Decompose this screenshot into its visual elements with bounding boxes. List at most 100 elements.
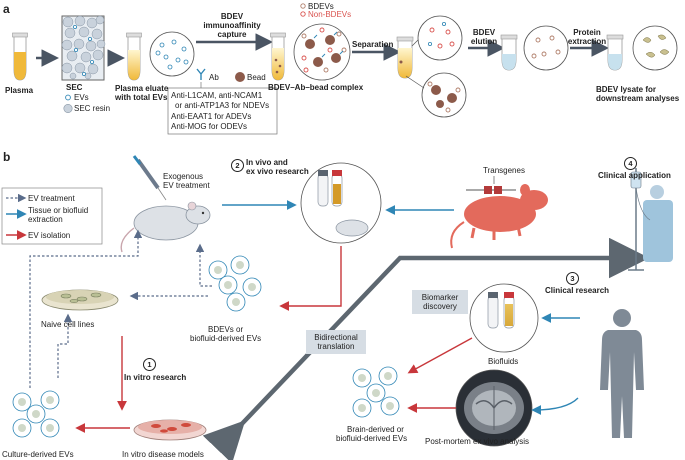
- elution-circle: [523, 25, 569, 71]
- label-bdev-elution-2: elution: [470, 37, 498, 46]
- legend-tissue-2: extraction: [28, 215, 63, 224]
- biomarker-shade: [412, 290, 468, 314]
- label-bdev-elution-1: BDEV: [472, 28, 496, 37]
- label-bdev-capture-2: immunoaffinity: [203, 21, 261, 30]
- antibody-item-1: Anti-L1CAM, anti-NCAM1: [171, 91, 263, 100]
- culture-ev-cluster: [12, 390, 60, 438]
- label-exogenous-1: Exogenous: [163, 172, 204, 181]
- eluate-tube: [126, 32, 142, 81]
- legend-bdev-dot: [300, 3, 306, 9]
- label-post-mortem: Post-mortem ex vivo analysis: [425, 437, 530, 446]
- label-ab: Ab: [209, 73, 219, 82]
- brain-ev-cluster: [352, 366, 400, 418]
- label-plasma: Plasma: [5, 86, 34, 95]
- step-4-label: Clinical application: [598, 171, 671, 180]
- step-2-label-1: In vivo and: [246, 158, 288, 167]
- plasma-tube: [12, 32, 28, 81]
- arrow-biofluid-to-evs: [407, 337, 473, 374]
- legend-sec-resin-label: SEC resin: [74, 104, 111, 113]
- label-biomarker-1: Biomarker: [421, 293, 459, 302]
- label-bdevs-biofluid-2: biofluid-derived EVs: [190, 334, 262, 343]
- legend-ev-treatment: EV treatment: [28, 194, 75, 203]
- label-naive-cell-lines: Naive cell lines: [41, 320, 95, 329]
- syringe-icon: [132, 155, 167, 201]
- step-1-number: 1: [143, 358, 156, 371]
- patient-illustration: [628, 168, 673, 271]
- complex-tube: [270, 32, 286, 81]
- mouse-illustration: [120, 201, 211, 253]
- biofluid-circle: [469, 283, 539, 353]
- legend-evs-label: EVs: [74, 93, 89, 102]
- label-bdev-capture-1: BDEV: [220, 12, 244, 21]
- brain-mri-circle: [455, 369, 533, 447]
- label-in-vitro-models: In vitro disease models: [122, 450, 204, 459]
- antibody-item-4: Anti-MOG for ODEVs: [171, 122, 248, 131]
- complex-circle: [293, 23, 351, 81]
- separation-lower-circle: [421, 72, 467, 118]
- panel-b: [1, 155, 673, 460]
- label-bdevs-biofluid-1: BDEVs or: [208, 325, 244, 334]
- label-exogenous-2: EV treatment: [163, 181, 210, 190]
- separation-pointer-upper: [411, 39, 419, 47]
- step-3-number: 3: [566, 272, 579, 285]
- magnet-tube: [396, 36, 414, 79]
- label-protein-extraction-1: Protein: [573, 28, 601, 37]
- eluate-ev-circle: [149, 31, 195, 77]
- dashed-arrow-culture-to-mouse: [29, 229, 143, 388]
- legend-ev-resin-icons: [63, 94, 73, 113]
- sec-column: [61, 15, 106, 81]
- step-4-number: 4: [624, 157, 637, 170]
- legend-tissue-1: Tissue or biofluid: [28, 206, 89, 215]
- label-culture-derived: Culture-derived EVs: [2, 450, 74, 459]
- antibody-item-3: Anti-EAAT1 for ADEVs: [171, 112, 252, 121]
- disease-model-dish: [133, 419, 207, 441]
- label-biomarker-2: discovery: [423, 302, 457, 311]
- label-protein-extraction-2: extraction: [567, 37, 607, 46]
- bead-icon: [235, 72, 245, 82]
- in-vivo-circle: [300, 162, 382, 244]
- transgenic-mouse: [450, 184, 548, 249]
- legend-bdevs-label: BDEVs: [308, 2, 334, 11]
- label-bidirectional-1: Bidirectional: [314, 333, 358, 342]
- label-bead: Bead: [247, 73, 266, 82]
- bdev-cluster-middle: [208, 255, 262, 312]
- separation-pointer-lower: [405, 75, 425, 89]
- bidirectional-translation-band: [202, 237, 650, 460]
- step-2-number: 2: [231, 159, 244, 172]
- label-lysate-1: BDEV lysate for: [596, 85, 657, 94]
- legend-non-bdev-dot: [300, 11, 306, 17]
- separation-upper-circle: [417, 15, 463, 61]
- label-separation: Separation: [352, 40, 394, 49]
- label-lysate-2: downstream analyses: [596, 94, 680, 103]
- label-transgenes: Transgenes: [483, 166, 525, 175]
- lysate-circle: [632, 25, 678, 71]
- elution-tube: [500, 34, 518, 71]
- label-plasma-eluate-1: Plasma eluate: [115, 84, 169, 93]
- antibody-icon: [196, 68, 206, 80]
- label-complex: BDEV–Ab–bead complex: [268, 83, 364, 92]
- label-plasma-eluate-2: with total EVs: [115, 93, 168, 102]
- human-silhouette: [600, 309, 644, 438]
- panel-b-letter: b: [3, 150, 11, 164]
- antibody-box: [167, 87, 278, 135]
- panel-a-letter: a: [3, 2, 10, 16]
- step-1-label: In vitro research: [124, 373, 187, 382]
- label-brain-derived-1: Brain-derived or: [347, 425, 404, 434]
- label-biofluids: Biofluids: [488, 357, 519, 366]
- step-3-label: Clinical research: [545, 286, 610, 295]
- transgene-icon: [466, 176, 516, 194]
- arrow-person-to-mri: [531, 397, 579, 415]
- label-brain-derived-2: biofluid-derived EVs: [336, 434, 408, 443]
- legend-non-bdevs-label: Non-BDEVs: [308, 10, 352, 19]
- step-2-label-2: ex vivo research: [246, 167, 309, 176]
- arrow-invivo-to-bdevs: [279, 246, 342, 311]
- antibody-item-2: or anti-ATP1A3 for NDEVs: [175, 101, 270, 110]
- label-bidirectional-2: translation: [317, 342, 355, 351]
- bidirectional-shade: [306, 330, 366, 354]
- panel-a: [12, 3, 678, 135]
- naive-cell-dish: [41, 289, 119, 311]
- label-sec: SEC: [66, 83, 83, 92]
- label-bdev-capture-3: capture: [217, 30, 247, 39]
- lysate-tube: [606, 34, 624, 71]
